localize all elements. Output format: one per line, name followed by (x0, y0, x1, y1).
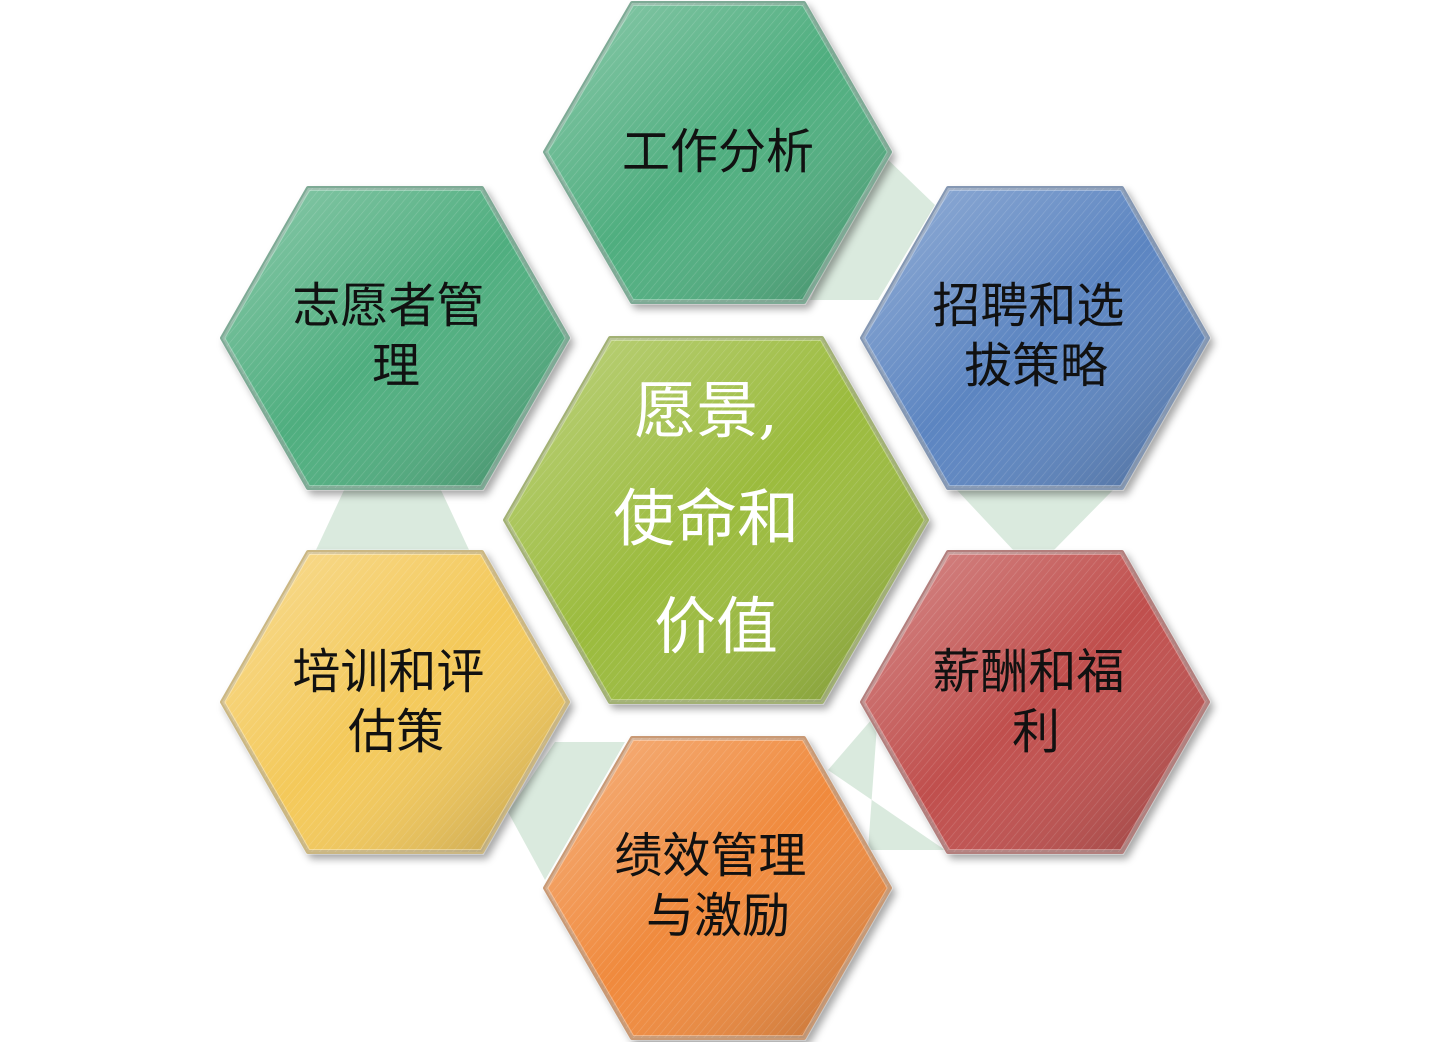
compensation-line-2: 利 (1012, 704, 1060, 760)
connector-training-volunteer (315, 488, 470, 552)
svg-text:愿景, 使命和 价值: 愿景, 使命和 价值 (613, 374, 819, 663)
hexagon-recruitment-selection: 招聘和选 拔策略 (858, 185, 1212, 491)
svg-text:志愿者管 理: 志愿者管 理 (292, 278, 499, 394)
hexagon-training-evaluation: 培训和评 估策 (218, 549, 572, 855)
center-line-2: 使命和 (613, 482, 799, 555)
hexagon-center: 愿景, 使命和 价值 (501, 335, 931, 705)
volunteer-line-2: 理 (372, 338, 420, 394)
svg-text:招聘和选 拔策略: 招聘和选 拔策略 (932, 278, 1139, 394)
job-analysis-line-1: 工作分析 (622, 124, 814, 180)
training-line-1: 培训和评 (292, 644, 484, 700)
center-line-3: 价值 (654, 590, 778, 663)
hexagon-center-bevel (501, 335, 931, 705)
svg-text:薪酬和福 利: 薪酬和福 利 (932, 644, 1139, 760)
performance-line-1: 绩效管理 (614, 828, 806, 884)
hexagon-performance-incentive: 绩效管理 与激励 (541, 735, 894, 1041)
hexagon-volunteer-management: 志愿者管 理 (218, 185, 572, 491)
svg-text:工作分析: 工作分析 (622, 124, 814, 180)
training-line-2: 估策 (348, 704, 444, 760)
recruitment-line-2: 拔策略 (964, 338, 1108, 394)
volunteer-line-1: 志愿者管 (292, 278, 484, 334)
hexagon-job-analysis: 工作分析 (541, 0, 894, 305)
connector-recruit-compensation (955, 488, 1115, 552)
hexagon-compensation-benefits: 薪酬和福 利 (858, 549, 1212, 855)
hexagon-performance-bevel (541, 735, 894, 1041)
hexagon-compensation-bevel (858, 549, 1212, 855)
connector-compensation-performance (828, 712, 945, 850)
compensation-line-1: 薪酬和福 (932, 644, 1124, 700)
hexagon-training-bevel (218, 549, 572, 855)
hexagon-recruitment-bevel (858, 185, 1212, 491)
connector-group (315, 150, 1115, 880)
center-line-1: 愿景, (634, 374, 778, 447)
recruitment-line-1: 招聘和选 (932, 278, 1124, 334)
svg-text:培训和评 估策: 培训和评 估策 (292, 644, 499, 760)
svg-text:绩效管理 与激励: 绩效管理 与激励 (614, 828, 821, 944)
connector-performance-training (508, 742, 625, 880)
connector-job-recruit (810, 150, 935, 300)
hexagon-volunteer-bevel (218, 185, 572, 491)
hexagon-job-analysis-bevel (541, 0, 894, 305)
performance-line-2: 与激励 (646, 888, 790, 944)
